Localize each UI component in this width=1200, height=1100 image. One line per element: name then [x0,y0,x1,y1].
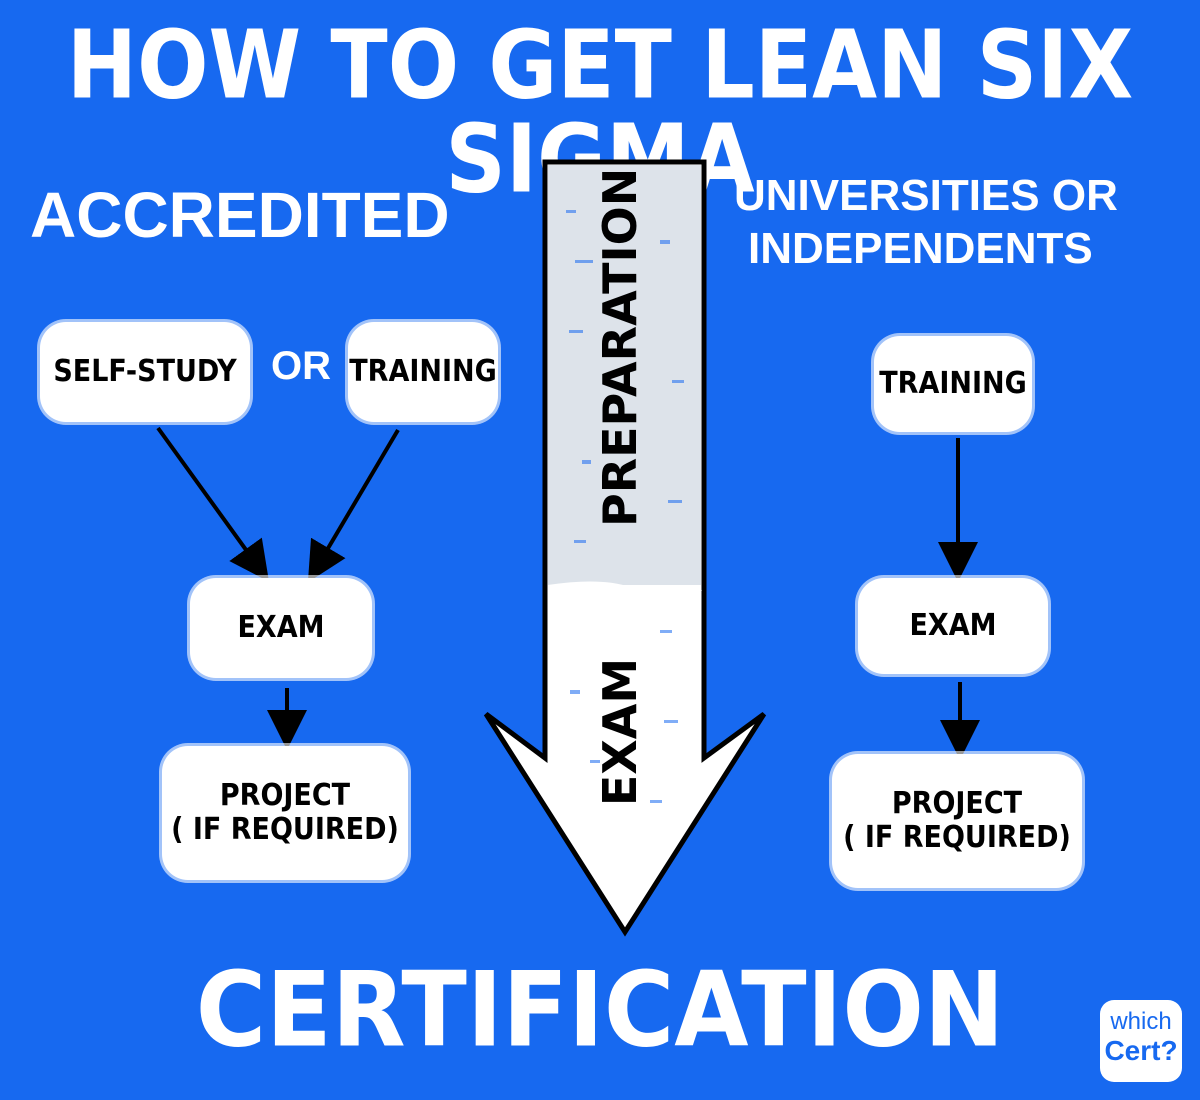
accredited-heading: ACCREDITED [30,179,450,251]
project-box-left: PROJECT ( IF REQUIRED) [162,746,408,880]
training-label-left: TRAINING [349,353,497,389]
or-label: OR [271,344,331,388]
exam-arrow-label: EXAM [593,657,647,807]
project-label-right: PROJECT [891,785,1023,821]
exam-label-left: EXAM [237,609,325,645]
project-required-right: ( IF REQUIRED) [843,820,1071,855]
universities-heading: UNIVERSITIES OR INDEPENDENTS [734,170,1118,276]
exam-box-left: EXAM [190,578,372,678]
arrow-training-to-exam [307,428,400,583]
logo-line2: Cert? [1104,1035,1178,1066]
training-label-right: TRAINING [879,365,1027,401]
exam-label-right: EXAM [909,607,997,643]
training-box-left: TRAINING [348,322,498,422]
arrow-selfstudy-to-exam [156,426,270,582]
preparation-label: PREPARATION [593,167,647,527]
project-required-left: ( IF REQUIRED) [171,812,399,847]
arrow-texture [566,210,684,803]
center-process-arrow [483,159,767,937]
center-arrow-divider [547,581,702,598]
logo-line1: which [1110,1008,1172,1035]
training-box-right: TRAINING [874,336,1032,432]
project-box-right: PROJECT ( IF REQUIRED) [832,754,1082,888]
self-study-label: SELF-STUDY [53,353,237,389]
whichcert-logo: which Cert? [1100,1000,1182,1082]
project-label-left: PROJECT [219,777,351,813]
universities-heading-line2: INDEPENDENTS [748,223,1093,273]
center-arrow-preparation-segment [548,165,701,585]
self-study-box: SELF-STUDY [40,322,250,422]
exam-box-right: EXAM [858,578,1048,674]
page-title: HOW TO GET LEAN SIX SIGMA [66,10,1134,214]
certification-heading: CERTIFICATION [195,949,1005,1071]
universities-heading-line1: UNIVERSITIES OR [734,171,1118,220]
